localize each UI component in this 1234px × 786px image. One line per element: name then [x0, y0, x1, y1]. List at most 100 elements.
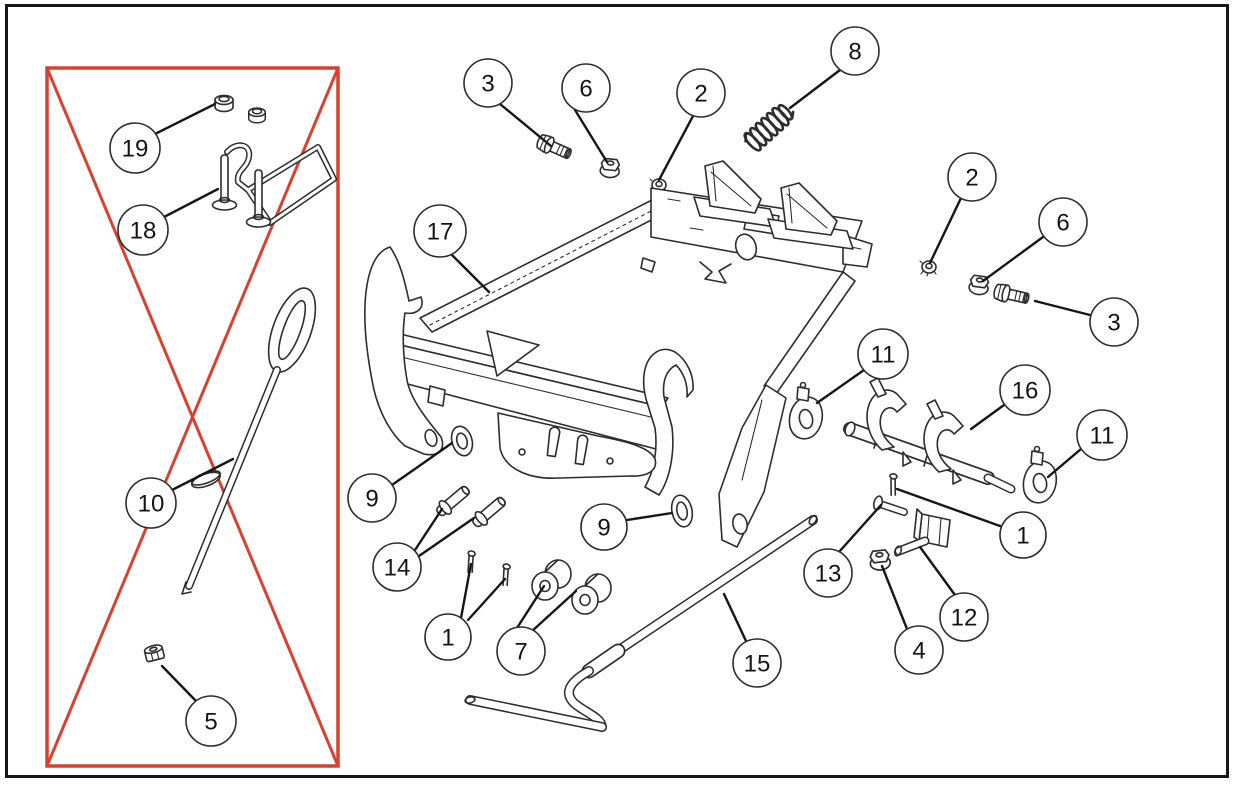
- callout-13-leader: [837, 503, 883, 554]
- callout-17: 17: [413, 204, 467, 258]
- callout-18-leader: [162, 187, 220, 219]
- callout-3-leader: [498, 102, 553, 148]
- callout-1: 1: [999, 511, 1047, 559]
- callout-5-leader: [160, 664, 198, 703]
- callout-15-leader: [722, 592, 748, 643]
- callout-7-balloon: [496, 626, 546, 676]
- callout-12-leader: [918, 545, 957, 597]
- callout-3-balloon: [1089, 297, 1139, 347]
- spring-8-drawing: [743, 103, 795, 152]
- line-art-layer: [143, 94, 1058, 732]
- callout-15: 15: [732, 638, 782, 688]
- callout-8-number: 8: [848, 39, 861, 66]
- callout-19-leader: [155, 102, 217, 135]
- callout-9-leader: [625, 511, 674, 522]
- callout-17-balloon: [413, 204, 467, 258]
- callout-11-number: 11: [1090, 423, 1115, 450]
- callout-4: 4: [894, 625, 944, 675]
- callout-12-number: 12: [951, 605, 978, 632]
- callout-6: 6: [561, 63, 611, 113]
- callout-9: 9: [580, 503, 628, 551]
- callout-4-leader: [880, 564, 909, 631]
- callout-18: 18: [117, 204, 169, 256]
- callout-6-number: 6: [1056, 210, 1069, 237]
- callout-7: 7: [496, 626, 546, 676]
- excluded-region-box: [45, 66, 340, 768]
- callout-12-balloon: [939, 592, 989, 642]
- callout-10: 10: [125, 477, 177, 529]
- callout-4-balloon: [894, 625, 944, 675]
- callout-19-balloon: [109, 122, 161, 174]
- callout-2: 2: [676, 68, 726, 118]
- callout-18-number: 18: [130, 218, 157, 245]
- callout-2-balloon: [947, 152, 997, 202]
- callout-3: 3: [1089, 297, 1139, 347]
- nut-5-drawing: [143, 644, 166, 663]
- excluded-region-cross-line: [45, 67, 340, 767]
- callout-1-balloon: [999, 511, 1047, 559]
- callout-14-number: 14: [384, 555, 411, 582]
- callout-17-number: 17: [427, 219, 454, 246]
- callout-14-leader: [413, 507, 444, 552]
- ring-hitch-pin-10-drawing: [181, 287, 317, 595]
- callout-7-leader: [529, 589, 578, 634]
- callout-13-number: 13: [815, 561, 842, 588]
- callout-9: 9: [347, 473, 397, 523]
- pivot-shaft-16-drawing: [843, 377, 1016, 494]
- frame-17-drawing: [364, 160, 873, 548]
- callout-9-balloon: [347, 473, 397, 523]
- callout-2-leader: [928, 196, 963, 265]
- callout-9-number: 9: [365, 486, 378, 513]
- callout-1-leader: [459, 562, 473, 620]
- callout-15-balloon: [732, 638, 782, 688]
- callout-13: 13: [803, 548, 853, 598]
- callout-14-leader: [417, 516, 476, 558]
- callout-7-number: 7: [514, 639, 527, 666]
- callout-12: 12: [939, 592, 989, 642]
- callout-5-balloon: [185, 695, 237, 747]
- callout-9-leader: [390, 441, 454, 487]
- callout-2-leader: [657, 114, 695, 182]
- callout-11-leader: [1046, 447, 1083, 479]
- callout-19-number: 19: [122, 136, 149, 163]
- clevis-pin-13-drawing: [872, 495, 908, 516]
- callout-2: 2: [947, 152, 997, 202]
- callout-11-leader: [815, 368, 866, 405]
- callout-17-leader: [449, 252, 491, 294]
- callout-19: 19: [109, 122, 161, 174]
- callout-16-leader: [969, 403, 1006, 431]
- callout-10-number: 10: [138, 491, 165, 518]
- callout-6-balloon: [561, 63, 611, 113]
- callout-5-number: 5: [204, 709, 217, 736]
- latch-pin-12-drawing: [893, 508, 951, 557]
- callout-11-balloon: [1076, 409, 1128, 461]
- callout-6-balloon: [1038, 197, 1088, 247]
- callout-1-number: 1: [441, 625, 454, 652]
- callout-11: 11: [857, 328, 909, 380]
- callout-11: 11: [1076, 409, 1128, 461]
- callout-8-leader: [788, 68, 842, 110]
- callout-11-balloon: [857, 328, 909, 380]
- torsion-bar-15-drawing: [464, 514, 818, 732]
- callout-9-balloon: [580, 503, 628, 551]
- callout-8: 8: [830, 26, 880, 76]
- excluded-parts-region: [45, 66, 340, 768]
- callout-9-number: 9: [597, 515, 610, 542]
- callout-3-number: 3: [1107, 310, 1120, 337]
- callout-16: 16: [999, 364, 1051, 416]
- callout-6-leader: [981, 235, 1045, 283]
- callout-10-leader: [170, 457, 235, 492]
- callout-16-balloon: [999, 364, 1051, 416]
- flange-nut-6-left-drawing: [598, 157, 622, 180]
- callout-2-number: 2: [965, 165, 978, 192]
- callout-2-balloon: [676, 68, 726, 118]
- callout-1-balloon: [424, 613, 472, 661]
- callout-8-balloon: [830, 26, 880, 76]
- callout-16-number: 16: [1012, 378, 1039, 405]
- callout-6-leader: [573, 108, 609, 164]
- callout-10-balloon: [125, 477, 177, 529]
- callout-6: 6: [1038, 197, 1088, 247]
